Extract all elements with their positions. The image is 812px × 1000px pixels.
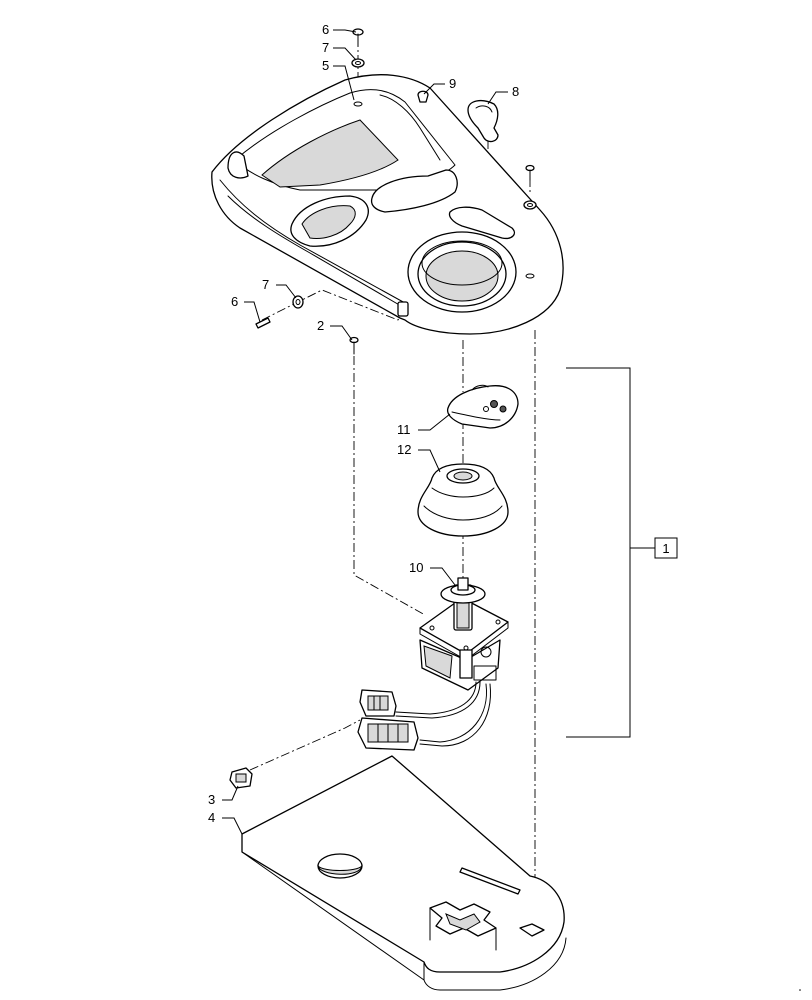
connector-lower [357, 717, 419, 751]
callout-10: 10 [409, 560, 423, 575]
callout-4: 4 [208, 810, 215, 825]
washer-7-top [351, 58, 365, 68]
callout-2: 2 [317, 318, 324, 333]
joystick-handle-11 [446, 384, 519, 429]
washer-right [523, 200, 537, 210]
callout-7-top: 7 [322, 40, 329, 55]
callout-9: 9 [449, 76, 456, 91]
screw-6-left [255, 317, 271, 329]
base-plate-4 [241, 755, 567, 991]
callout-6-top: 6 [322, 22, 329, 37]
screw-right [525, 164, 535, 181]
callout-5: 5 [322, 58, 329, 73]
callout-assembly: 1 [662, 541, 669, 556]
callout-3: 3 [208, 792, 215, 807]
washer-7-left [292, 295, 304, 309]
knob-8 [467, 99, 499, 143]
console-cover [211, 74, 564, 335]
connector-upper [359, 689, 397, 717]
callout-12: 12 [397, 442, 411, 457]
callout-7-left: 7 [262, 277, 269, 292]
joystick-mechanism-10 [395, 577, 509, 747]
fastener-6-top [352, 28, 364, 47]
callout-11: 11 [397, 422, 411, 437]
callout-6-left: 6 [231, 294, 238, 309]
screw-9 [417, 90, 429, 103]
assembly-callout-box [654, 537, 678, 559]
callout-leaders [222, 29, 508, 835]
callout-labels: 6 7 5 9 8 7 6 2 11 12 10 3 4 [208, 22, 519, 825]
callout-8: 8 [512, 84, 519, 99]
boot-12 [417, 463, 509, 537]
assembly-bracket: 1 [566, 367, 678, 738]
screw-2 [349, 336, 359, 355]
clip-3 [229, 767, 253, 789]
corner-dot-icon [799, 989, 801, 991]
